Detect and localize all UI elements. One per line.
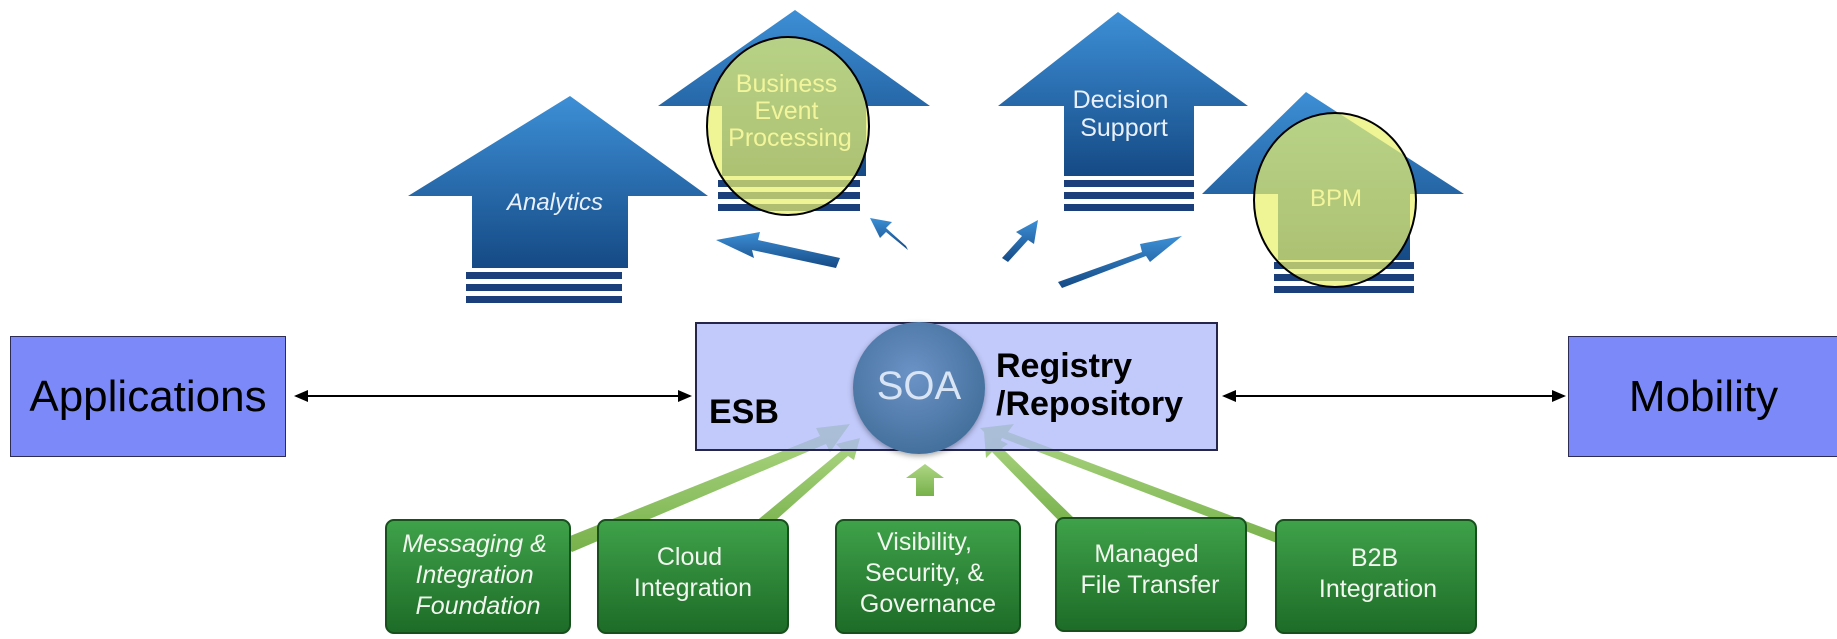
esb-label: ESB — [709, 393, 779, 431]
block-b2b-text: B2B Integration — [1319, 544, 1437, 603]
highlight-circle-bpm — [1253, 112, 1417, 288]
highlight-circle-business-event-processing — [706, 36, 870, 216]
top-arrow-analytics: Analytics — [408, 96, 708, 303]
block-cloud-integration: Cloud Integration — [597, 519, 789, 634]
block-visibility-text: Visibility, Security, & Governance — [860, 528, 996, 618]
soa-label: SOA — [876, 364, 962, 408]
business-event-processing-label: Business Event Processing — [728, 70, 852, 152]
block-0-line-1: Messaging & — [402, 530, 547, 558]
block-0-line-3: Foundation — [415, 592, 540, 620]
decision-support-label: Decision Support — [1073, 86, 1176, 142]
applications-label: Applications — [29, 371, 267, 421]
block-2-line-3: Governance — [860, 590, 996, 618]
block-2-line-2: Security, & — [865, 559, 984, 587]
block-3-line-2: File Transfer — [1081, 571, 1220, 599]
block-managed-file-transfer: Managed File Transfer — [1055, 517, 1247, 632]
bpm-label: BPM — [1310, 185, 1362, 212]
mobility-box: Mobility — [1568, 336, 1837, 457]
block-messaging-text: Messaging & Integration Foundation — [402, 530, 553, 620]
block-0-line-2: Integration — [415, 561, 533, 589]
registry-repository-label: Registry /Repository — [996, 347, 1184, 423]
mobility-label: Mobility — [1628, 371, 1779, 421]
decision-support-line-2: Support — [1080, 114, 1168, 142]
block-1-line-1: Cloud — [657, 543, 722, 571]
connector-arrows-top — [716, 218, 1182, 288]
analytics-label: Analytics — [505, 189, 603, 216]
block-b2b-integration: B2B Integration — [1275, 519, 1477, 634]
block-3-line-1: Managed — [1094, 540, 1198, 568]
block-mft-text: Managed File Transfer — [1081, 540, 1220, 599]
bep-line-2: Event — [755, 97, 819, 125]
soa-circle: SOA — [853, 322, 985, 454]
block-messaging-integration-foundation: Messaging & Integration Foundation — [385, 519, 571, 634]
block-cloud-text: Cloud Integration — [634, 543, 752, 602]
block-2-line-1: Visibility, — [877, 528, 972, 556]
top-arrow-decision-support: Decision Support — [998, 12, 1248, 211]
block-4-line-2: Integration — [1319, 575, 1437, 603]
bep-line-3: Processing — [728, 124, 852, 152]
block-1-line-2: Integration — [634, 574, 752, 602]
block-4-line-1: B2B — [1351, 544, 1398, 572]
bep-line-1: Business — [736, 70, 837, 98]
decision-support-line-1: Decision — [1073, 86, 1169, 114]
applications-box: Applications — [10, 336, 286, 457]
block-visibility-security-governance: Visibility, Security, & Governance — [835, 519, 1021, 634]
